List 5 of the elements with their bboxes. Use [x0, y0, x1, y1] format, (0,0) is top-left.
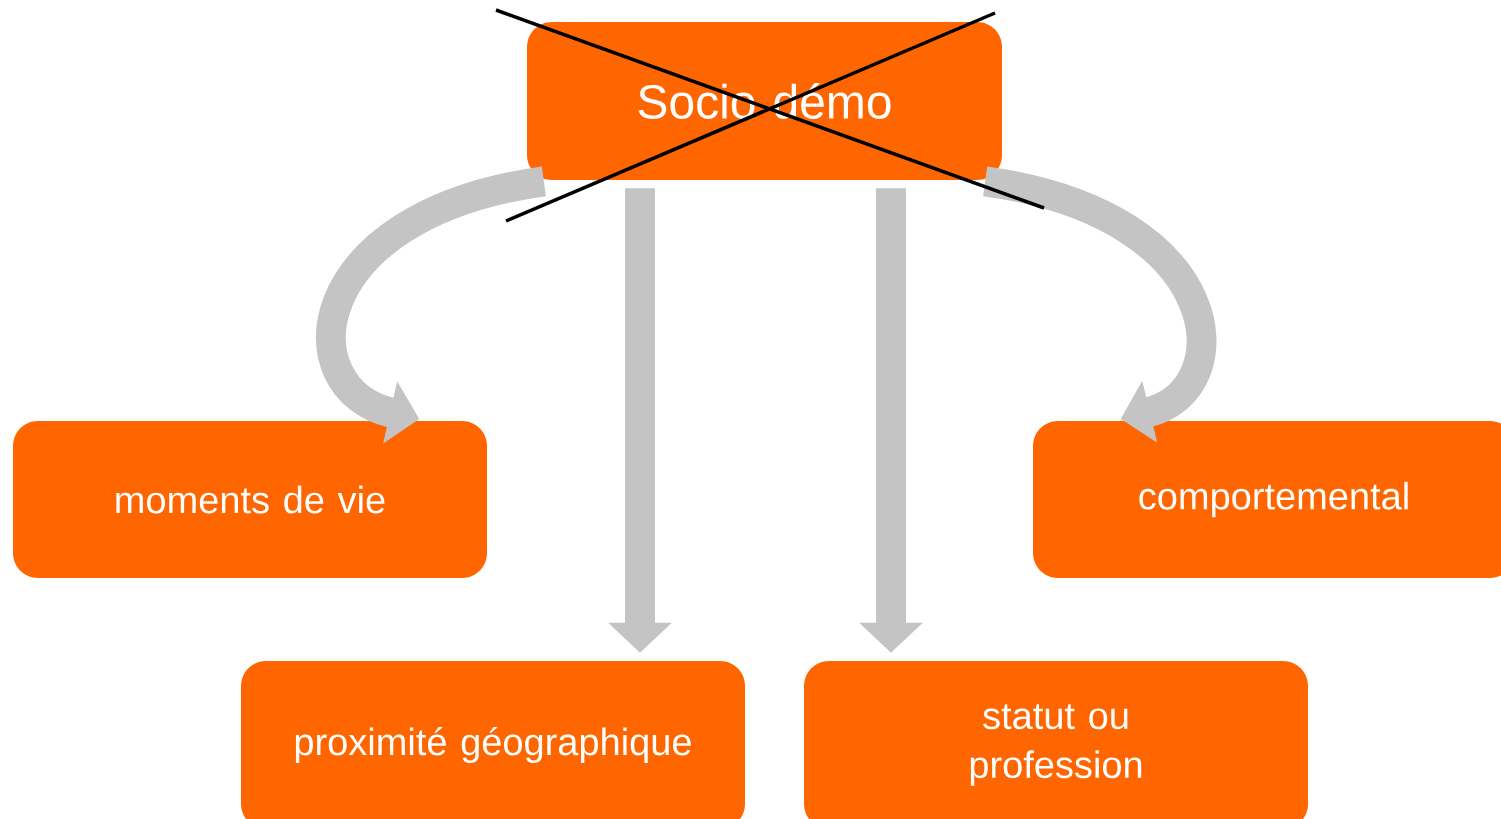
category-box: moments de vie: [13, 421, 487, 578]
category-box: statut ou profession: [804, 661, 1308, 819]
category-box: proximité géographique: [241, 661, 745, 819]
category-box: comportemental: [1033, 421, 1501, 578]
block-arrow: [982, 166, 1216, 443]
